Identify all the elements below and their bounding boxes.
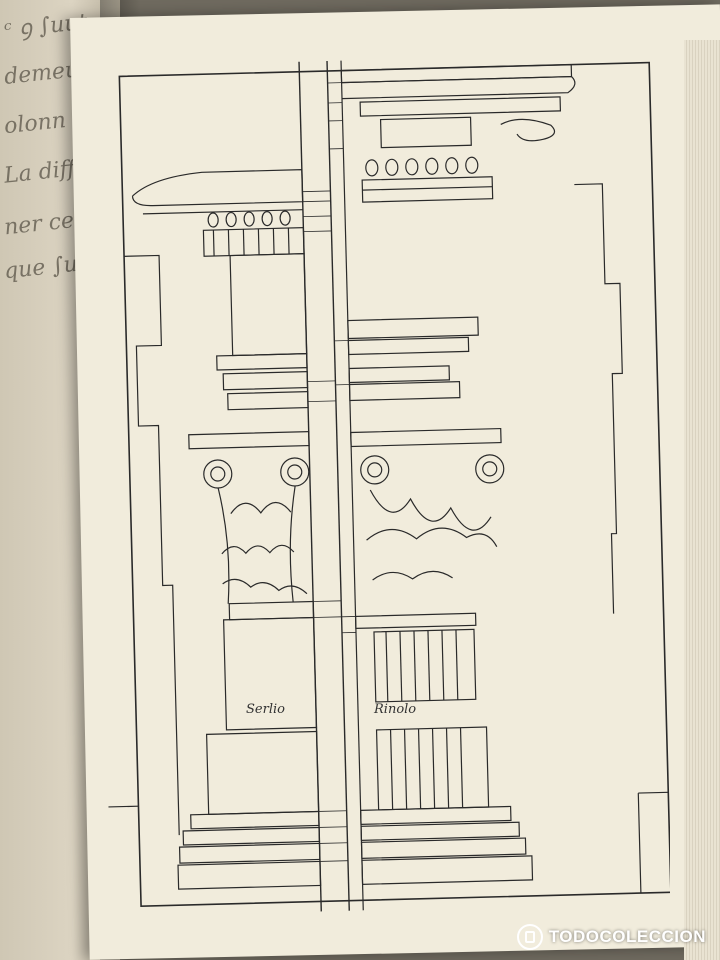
serlio-label: Serlio xyxy=(246,702,285,717)
handwriting-line: La diff xyxy=(2,156,77,189)
watermark-text: TODOCOLECCION xyxy=(548,927,706,946)
watermark: TODOCOLECCION xyxy=(516,924,706,950)
page-edges xyxy=(684,40,720,960)
rinolo-label: Rinolo xyxy=(374,702,417,717)
column-engraving xyxy=(108,60,670,912)
todocoleccion-logo-icon xyxy=(516,924,543,950)
